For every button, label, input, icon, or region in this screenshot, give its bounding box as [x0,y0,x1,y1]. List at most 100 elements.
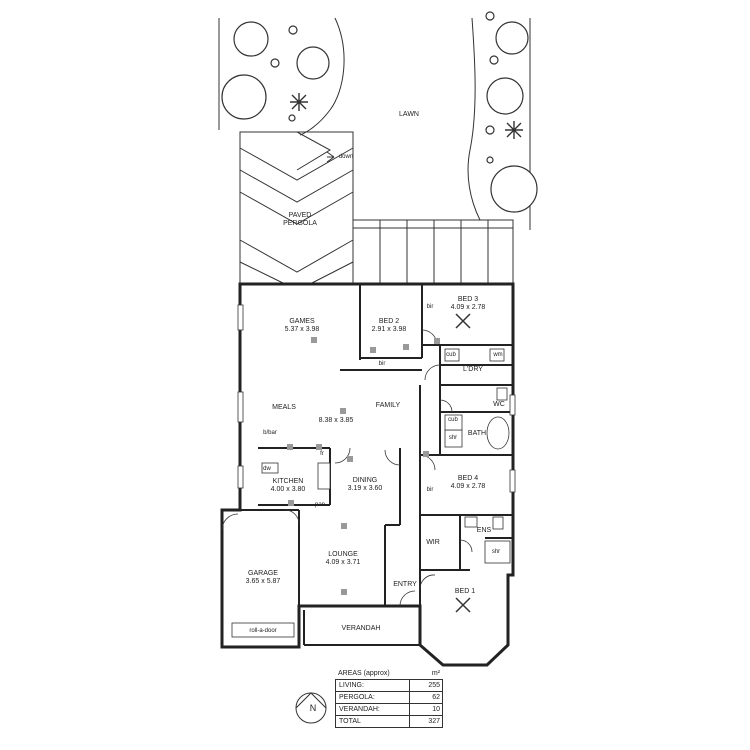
area-row: TOTAL 327 [336,716,442,727]
room-verandah: VERANDAH [341,625,381,632]
shrub-icon [288,25,298,35]
area-label: PERGOLA: [339,694,375,701]
bbar-label: b/bar [263,430,277,436]
light-point [347,456,353,462]
door-swings [221,329,473,607]
decking [352,219,514,285]
light-point [370,347,376,353]
shower [484,540,511,564]
area-row: VERANDAH:10 [336,704,442,716]
shrub-icon [485,125,495,135]
pergola-label: PAVED PERGOLA [283,212,317,227]
paving-chevron [239,169,354,203]
trees [221,11,538,213]
room-name: KITCHEN [272,478,304,485]
room-bath: BATH [467,430,487,437]
pergola-outline [239,131,354,285]
shrub-icon [288,114,296,122]
light-point [423,451,429,457]
room-dim: 2.91 x 3.98 [371,326,407,333]
door-swing [439,399,453,413]
light-point [287,444,293,450]
room-dim: 4.09 x 2.78 [450,483,486,490]
paving-chevron [239,191,354,225]
room-dim: 3.65 x 5.87 [245,578,281,585]
window [237,304,244,331]
paving-chevron [239,239,354,273]
room-dim: 5.37 x 3.98 [284,326,320,333]
door-swing [384,449,401,466]
sink [261,462,279,474]
room-family-dim: 8.38 x 3.85 [318,417,354,424]
ceiling-fan-icon [455,597,471,613]
area-value: 327 [409,716,442,727]
cub-label: cub [446,352,456,358]
ceiling-fan-icon [455,313,471,329]
tree-icon [233,21,269,57]
tree-icon [490,165,538,213]
bathtub [486,416,510,450]
north-arrow [295,692,327,724]
dw-label: dw [263,466,271,472]
lawn-label: LAWN [399,111,419,118]
area-value: 10 [409,704,442,715]
light-point [311,337,317,343]
palm-icon [290,93,308,111]
room-dim: 3.19 x 3.60 [347,485,383,492]
shrub-icon [486,156,494,164]
shrub-icon [270,58,280,68]
tree-icon [486,77,524,115]
window [237,391,244,423]
door-swing [459,539,473,553]
door-swing [334,447,351,464]
pan-label: pan [314,502,326,508]
pergola [239,131,514,285]
fr-label: fr [320,451,324,457]
tree-icon [221,74,267,120]
palm-icons [290,93,523,139]
door-swing [419,454,436,471]
paving-chevron [239,261,286,285]
arrow-down-icon [326,151,335,163]
area-label: LIVING: [339,682,364,689]
areas-unit: m² [431,670,440,677]
ceiling-fans [455,313,471,613]
down-label: down [338,154,354,160]
room-name: BED 2 [378,318,400,325]
room-wir: WIR [426,539,440,546]
areas-table: AREAS (approx) m² LIVING:255 PERGOLA:62 … [335,668,443,728]
door-swing [284,509,300,525]
vanity [464,516,478,528]
room-name: GARAGE [248,570,278,577]
light-point [341,523,347,529]
room-dim: 4.09 x 2.78 [450,304,486,311]
area-label: TOTAL [339,718,361,725]
room-name: DINING [352,477,378,484]
light-point [288,500,294,506]
shr-label: shr [491,549,501,555]
tree-icon [495,21,529,55]
cub-label: cub [448,417,458,423]
windows [237,304,516,493]
paving-chevron [239,147,354,181]
light-point [341,589,347,595]
stove [317,462,331,490]
bir-label: bir [426,487,434,493]
light-point [403,344,409,350]
bir-label: bir [426,304,434,310]
room-ensuite: ENS [476,527,492,534]
cupboard [444,414,463,431]
toilet [492,516,504,530]
area-row: LIVING:255 [336,680,442,692]
light-point [316,444,322,450]
window [509,469,516,493]
garden-edge-right [467,17,481,221]
